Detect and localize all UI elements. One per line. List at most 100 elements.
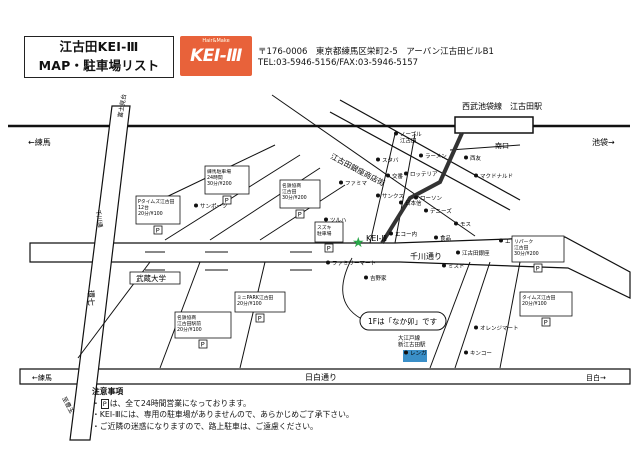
toyotama-label: 至豊玉 [60,395,76,415]
shop-dot-denny [424,208,428,213]
walk-route [380,132,464,245]
subway-icon [403,350,427,362]
logo-small-text: Hair&Make [202,38,230,44]
bottom-street-label: 日白通り [305,372,337,382]
dir-right-label: 池袋→ [592,137,615,147]
shop-dot-lotteria [404,171,408,176]
south-exit-label: 南口 [495,141,509,150]
parking-sign-letter-p4: P [327,245,331,253]
bottom-right-label: 目白→ [586,373,606,382]
shop-label-denny: デニーズ [430,207,452,215]
shop-dot-nisshin [399,200,403,205]
parking-sign-p5 [533,263,543,273]
shop-dot-orange [474,325,478,330]
parking-sign-letter-p5: P [536,265,540,273]
shop-label-kinko: キンコー [470,350,492,357]
callout-text: 1Fは「なか卯」です [368,317,437,326]
parking-sign-p8 [198,339,208,349]
shop-label-family: ファミマ [345,180,368,187]
shop-dot-mos [454,221,458,226]
shop-dot-familymart [326,260,330,265]
shop-dot-lawson [414,195,418,200]
parking-box-p3 [279,179,321,209]
notes-line2: ・KEI-Ⅲには、専用の駐車場がありませんので、あらかじめご了承下さい。 [92,410,354,419]
shop-label-ekouchi: エコー内 [395,230,417,238]
parking-box-p8 [174,311,232,339]
parking-label-p4: スズキ駐車場 [317,224,332,237]
shop-dot-sankus [376,193,380,198]
road-north-1 [449,144,521,151]
shop-dot-family [339,180,343,185]
callout-box [359,311,447,331]
notes-line1-pre: ・ [92,398,100,408]
parking-sign-p3 [295,209,305,219]
shop-dot-yoshinoya [364,275,368,280]
shop-dot-nova [394,131,398,136]
parking-symbol: P [100,398,109,409]
kei-star-icon: ★ [352,235,365,251]
shop-dot-ramen [419,153,423,158]
parking-box-p4 [314,221,344,243]
road-low-3 [239,261,266,369]
kei-label: KEI-Ⅲ [366,234,387,243]
shop-label-orange: オレンジマート [480,325,519,332]
shop-label-mcdonalds: マクドナルド [480,173,513,180]
parking-sign-letter-p6: P [258,315,262,323]
road-low-6 [499,261,521,369]
title-line2: MAP・駐車場リスト [38,58,160,73]
parking-sign-letter-p7: P [544,319,548,327]
shop-label-yoshinoya: 吉野家 [370,274,387,282]
shop-label-mister: ミスド [448,263,465,270]
shop-label-ramen: ラーメン [425,153,447,160]
address-block: 〒176-0006 東京都練馬区栄町2-5 アーバン江古田ビルB1 TEL:03… [258,47,494,69]
shop-label-sanpo: サンポーツ [200,203,227,210]
musashi-label: 武蔵大学 [136,273,166,283]
shop-dot-kinko [464,350,468,355]
shop-label-familymart: ファミリーマート [332,260,376,267]
parking-sign-letter-p1: P [156,227,160,235]
kampachi-road [69,105,131,441]
shop-logo: Hair&Make KEI-Ⅲ [180,36,252,76]
shop-label-nisshin: 日本信 [405,199,422,207]
shop-dot-ginza [456,250,460,255]
kampachi-label: 環七 [86,290,96,306]
parking-sign-p1 [153,225,163,235]
parking-sign-p6 [255,313,265,323]
parking-box-p6 [234,291,286,313]
shop-dot-shokuhin [434,235,438,240]
parking-box-p2 [204,165,250,195]
road-arrows [145,251,312,271]
shop-dot-tsuruha [324,217,328,222]
shop-dot-mister [442,263,446,268]
shop-label-sutaba: スタバ [382,156,399,164]
road-side-2 [164,154,301,241]
parking-sign-letter-p2: P [225,197,229,205]
parking-box-p5 [511,235,565,263]
shop-dot-sutaba [376,157,380,162]
shop-dot-kouban [386,173,390,178]
tel-fax: TEL:03-5946-5156/FAX:03-5946-5157 [258,58,419,68]
road-diag-1 [339,99,521,201]
parking-box-p1 [135,195,181,225]
parking-sign-p7 [541,317,551,327]
shop-label-lotteria: ロッテリア [410,171,438,178]
notes-line3: ・ご近隣の迷惑になりますので、路上駐車は、ご遠慮ください。 [92,421,318,431]
mejiro-road [19,368,631,385]
senkawa-street-label: 千川通り [410,251,442,261]
shop-label-shokuhin: 食品 [440,234,452,242]
notes-heading: 注意事項 [92,387,124,396]
shop-label-kouban: 交番 [392,172,404,180]
subway-station-label: 大江戸線新江古田駅 [398,334,426,348]
shop-label-nova: ノーブル江古田 [400,130,422,145]
address-text: 〒176-0006 東京都練馬区栄町2-5 アーバン江古田ビルB1 [258,47,494,57]
title-box: 江古田KEI-Ⅲ MAP・駐車場リスト [24,36,174,78]
shop-dot-elie [499,238,503,243]
senkawa-side-label: 千川通 [94,209,104,228]
shop-label-lawson: ローソン [420,196,443,202]
